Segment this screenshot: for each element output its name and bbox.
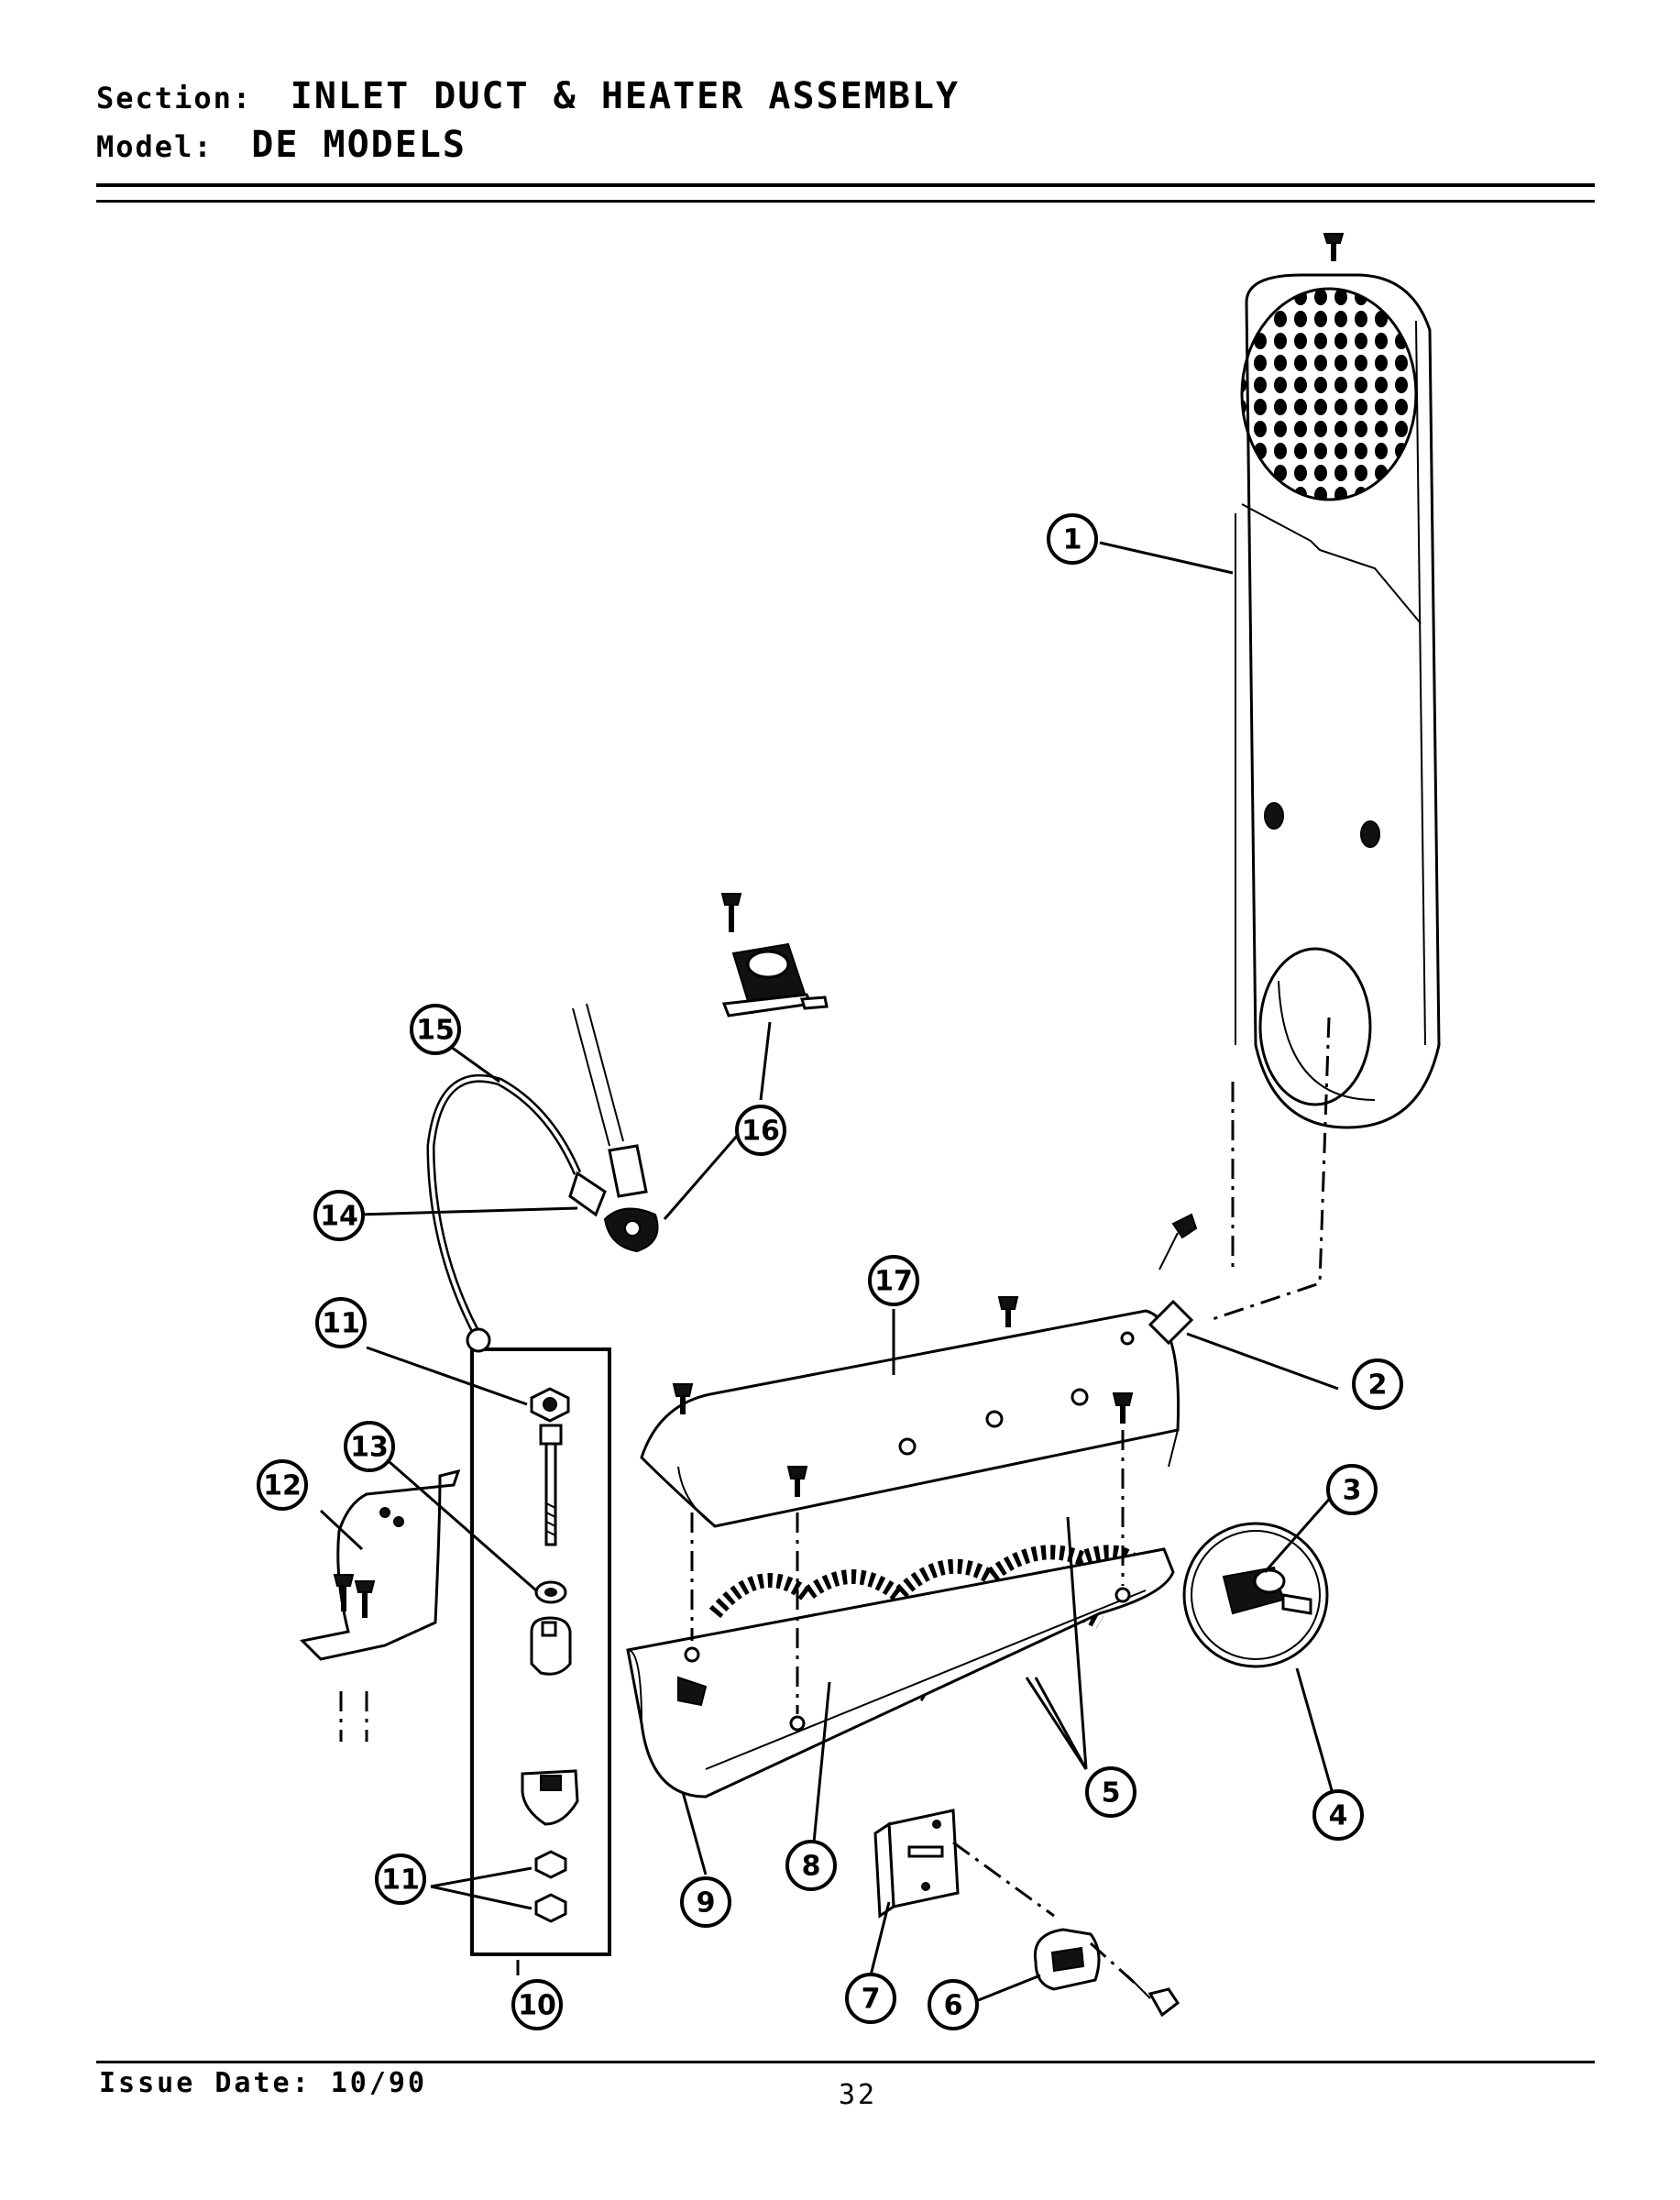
section-title: INLET DUCT & HEATER ASSEMBLY	[290, 75, 961, 117]
svg-text:9: 9	[697, 1887, 716, 1920]
callout-2: 2	[1352, 1358, 1403, 1410]
svg-text:5: 5	[1102, 1777, 1121, 1810]
leader-lines	[319, 541, 1339, 2005]
callout-3: 3	[1326, 1464, 1378, 1515]
callout-10: 10	[511, 1979, 563, 2030]
model-title: DE MODELS	[251, 124, 467, 166]
header-rule-bottom	[96, 200, 1595, 203]
svg-text:2: 2	[1368, 1370, 1388, 1402]
callout-6: 6	[928, 1979, 979, 2030]
callout-11-top: 11	[315, 1297, 367, 1348]
svg-text:6: 6	[944, 1990, 963, 2022]
svg-text:17: 17	[874, 1266, 913, 1298]
model-line: Model: DE MODELS	[96, 124, 467, 166]
svg-text:15: 15	[416, 1015, 455, 1047]
high-limit-thermostat	[720, 893, 829, 1018]
callout-15: 15	[410, 1004, 461, 1055]
heater-cover	[640, 1213, 1198, 1528]
callout-7: 7	[845, 1973, 896, 2024]
callout-1: 1	[1047, 513, 1098, 565]
svg-text:11: 11	[322, 1308, 360, 1340]
svg-text:8: 8	[802, 1851, 821, 1883]
svg-text:7: 7	[862, 1984, 881, 2016]
callout-9: 9	[680, 1876, 731, 1928]
heater-housing	[626, 1547, 1175, 1798]
callout-11-bottom: 11	[375, 1854, 426, 1905]
wire-harness	[426, 1003, 659, 1353]
page-number: 32	[839, 2079, 878, 2111]
inlet-duct	[1209, 233, 1441, 1322]
callout-4: 4	[1312, 1789, 1364, 1841]
svg-text:13: 13	[350, 1432, 389, 1464]
hardware-kit-panel	[470, 1348, 611, 1956]
svg-text:3: 3	[1343, 1475, 1362, 1507]
header-rule-top	[96, 183, 1595, 187]
terminal-bracket	[873, 1809, 1055, 1919]
model-label: Model:	[96, 129, 214, 164]
issue-date: Issue Date: 10/90	[99, 2067, 428, 2099]
svg-text:4: 4	[1329, 1800, 1348, 1832]
callout-17: 17	[868, 1255, 919, 1306]
callout-12: 12	[257, 1459, 308, 1511]
bracket-strap	[299, 1468, 461, 1742]
callout-5: 5	[1085, 1766, 1136, 1818]
svg-text:14: 14	[320, 1201, 358, 1233]
svg-text:10: 10	[518, 1990, 556, 2022]
section-line: Section: INLET DUCT & HEATER ASSEMBLY	[96, 75, 960, 117]
svg-text:12: 12	[263, 1470, 302, 1502]
callout-16: 16	[735, 1105, 786, 1156]
svg-text:16: 16	[741, 1116, 780, 1148]
svg-text:1: 1	[1063, 524, 1082, 556]
callout-13: 13	[344, 1421, 395, 1472]
callout-14: 14	[313, 1190, 365, 1241]
callout-8: 8	[785, 1840, 837, 1891]
section-label: Section:	[96, 81, 253, 116]
svg-text:11: 11	[381, 1864, 420, 1897]
footer-rule	[96, 2061, 1595, 2063]
thermostat-detail	[1182, 1522, 1329, 1668]
terminal-block	[1033, 1928, 1180, 2018]
